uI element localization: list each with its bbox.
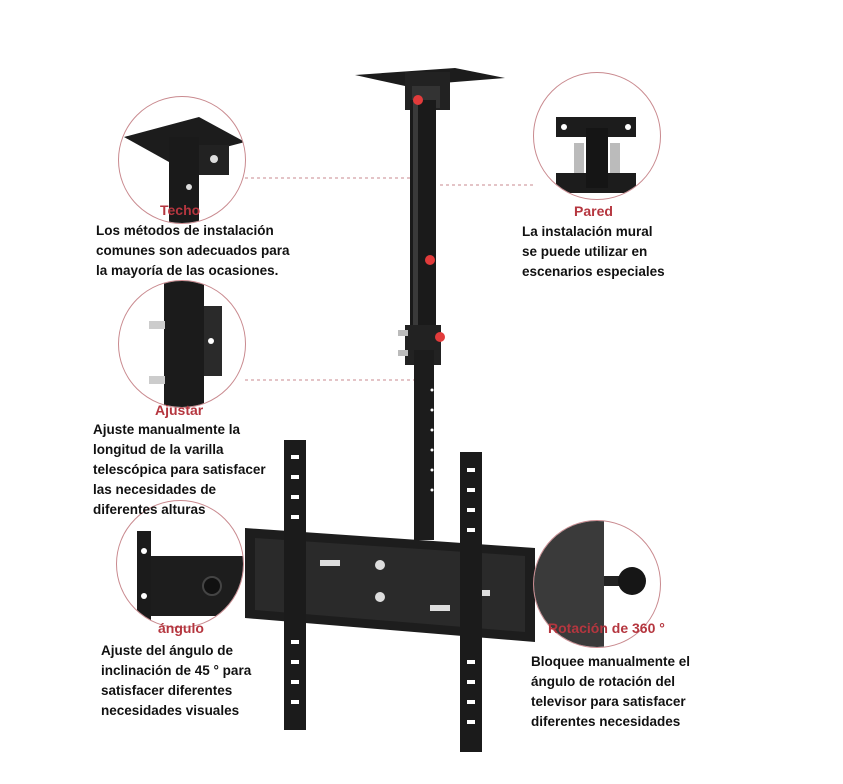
techo-line: la mayoría de las ocasiones.: [96, 263, 279, 278]
ajustar-line: Ajuste manualmente la: [93, 422, 241, 437]
pared-title: Pared: [574, 203, 613, 219]
pared-line: La instalación mural: [522, 224, 653, 239]
techo-description: Los métodos de instalación comunes son a…: [96, 221, 290, 281]
angulo-description: Ajuste del ángulo de inclinación de 45 °…: [101, 641, 251, 721]
rotacion-detail-image: [533, 520, 661, 648]
angulo-line: necesidades visuales: [101, 703, 240, 718]
rotacion-line: ángulo de rotación del: [531, 674, 676, 689]
pared-line: se puede utilizar en: [522, 244, 648, 259]
ajustar-line: diferentes alturas: [93, 502, 206, 517]
angulo-line: inclinación de 45 ° para: [101, 663, 252, 678]
angulo-title: ángulo: [158, 620, 204, 636]
rotacion-line: diferentes necesidades: [531, 714, 681, 729]
ajustar-title: Ajustar: [155, 402, 204, 418]
rotacion-title: Rotación de 360 °: [548, 620, 665, 636]
rotacion-line: televisor para satisfacer: [531, 694, 686, 709]
ajustar-line: telescópica para satisfacer: [93, 462, 266, 477]
pared-description: La instalación mural se puede utilizar e…: [522, 222, 665, 282]
techo-line: Los métodos de instalación: [96, 223, 274, 238]
techo-detail-image: [118, 96, 246, 224]
ajustar-detail-image: [118, 280, 246, 408]
techo-line: comunes son adecuados para: [96, 243, 290, 258]
angulo-line: satisfacer diferentes: [101, 683, 233, 698]
techo-title: Techo: [160, 202, 201, 218]
ajustar-line: longitud de la varilla: [93, 442, 224, 457]
rotacion-description: Bloquee manualmente el ángulo de rotació…: [531, 652, 690, 732]
angulo-detail-image: [116, 500, 244, 628]
pared-detail-image: [533, 72, 661, 200]
ajustar-line: las necesidades de: [93, 482, 217, 497]
angulo-line: Ajuste del ángulo de: [101, 643, 234, 658]
ajustar-description: Ajuste manualmente la longitud de la var…: [93, 420, 266, 520]
pared-line: escenarios especiales: [522, 264, 665, 279]
rotacion-line: Bloquee manualmente el: [531, 654, 691, 669]
